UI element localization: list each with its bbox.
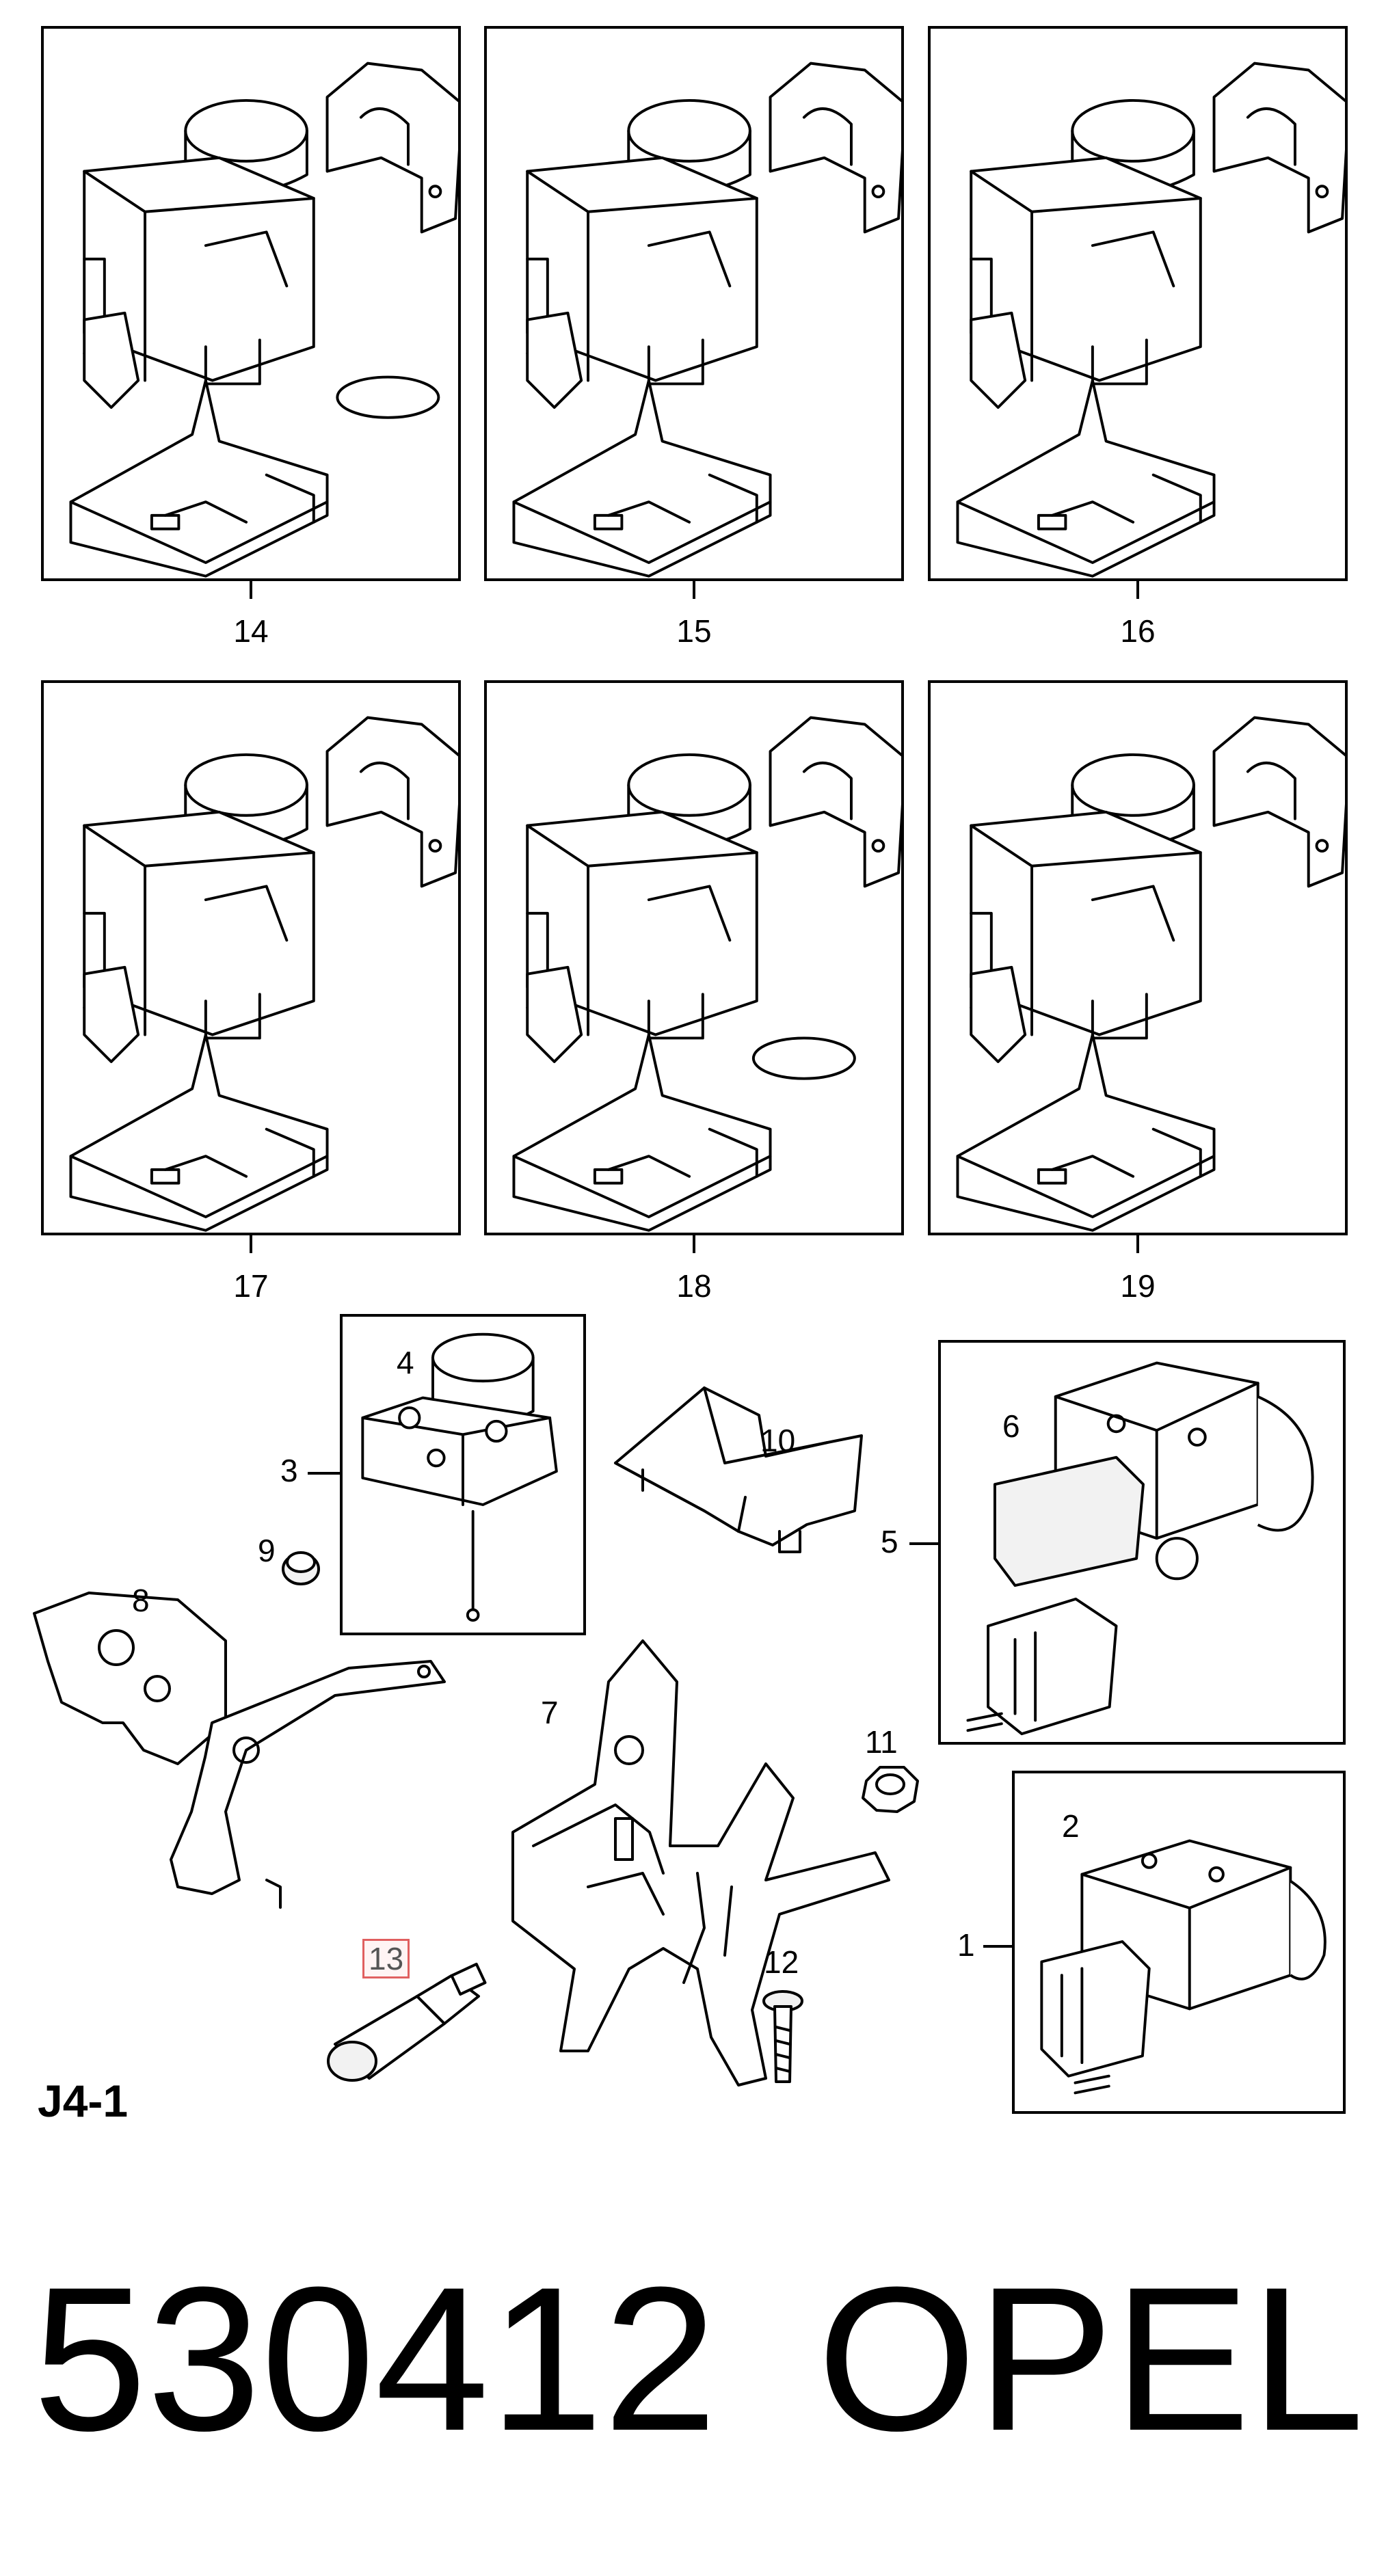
callout-13: 13 bbox=[362, 1939, 410, 1978]
abs-hydraulic-unit-drawing bbox=[1040, 1839, 1327, 2095]
callout-1: 1 bbox=[957, 1927, 975, 1963]
callout-9: 9 bbox=[258, 1533, 276, 1568]
grommet-9-drawing bbox=[282, 1551, 320, 1585]
abs-modulator-drawing bbox=[361, 1332, 558, 1622]
callout-11: 11 bbox=[865, 1724, 898, 1760]
bracket-7-drawing bbox=[511, 1639, 890, 2087]
brand-name: OPEL bbox=[817, 2244, 1365, 2473]
diagram-panel-14 bbox=[41, 26, 461, 581]
pressure-switch-13-drawing bbox=[327, 1962, 487, 2082]
abs-unit-box-3 bbox=[340, 1314, 586, 1635]
abs-bracket-assembly-drawing bbox=[69, 716, 458, 1232]
bracket-10-drawing bbox=[614, 1386, 863, 1553]
callout-13-highlighted: 13 bbox=[362, 1939, 410, 1978]
abs-bracket-assembly-drawing bbox=[512, 716, 901, 1232]
nut-11-drawing bbox=[862, 1766, 919, 1813]
bolt-12-drawing bbox=[762, 1990, 803, 2083]
diagram-panel-18 bbox=[484, 680, 904, 1235]
abs-unit-box-5 bbox=[938, 1340, 1346, 1745]
panel-number-18: 18 bbox=[676, 1268, 712, 1304]
abs-bracket-assembly-drawing bbox=[69, 62, 458, 578]
diagram-panel-19 bbox=[928, 680, 1348, 1235]
callout-10: 10 bbox=[760, 1423, 796, 1458]
abs-bracket-assembly-drawing bbox=[956, 716, 1345, 1232]
callout-2: 2 bbox=[1062, 1808, 1080, 1844]
panel-number-15: 15 bbox=[676, 613, 712, 649]
abs-hydraulic-unit-drawing bbox=[966, 1361, 1314, 1736]
panel-number-17: 17 bbox=[233, 1268, 269, 1304]
callout-3: 3 bbox=[280, 1453, 298, 1488]
panel-number-16: 16 bbox=[1120, 613, 1156, 649]
callout-4: 4 bbox=[397, 1345, 414, 1380]
bracket-8-drawing bbox=[33, 1592, 446, 1909]
callout-8: 8 bbox=[132, 1583, 150, 1618]
callout-7: 7 bbox=[541, 1695, 559, 1730]
part-number: 530412 bbox=[33, 2244, 718, 2473]
panel-number-14: 14 bbox=[233, 613, 269, 649]
callout-5: 5 bbox=[881, 1524, 898, 1559]
abs-bracket-assembly-drawing bbox=[956, 62, 1345, 578]
callout-12: 12 bbox=[764, 1944, 799, 1980]
callout-6: 6 bbox=[1002, 1408, 1020, 1444]
abs-unit-box-1 bbox=[1012, 1771, 1346, 2114]
diagram-panel-15 bbox=[484, 26, 904, 581]
panel-number-19: 19 bbox=[1120, 1268, 1156, 1304]
diagram-panel-17 bbox=[41, 680, 461, 1235]
abs-bracket-assembly-drawing bbox=[512, 62, 901, 578]
section-code: J4-1 bbox=[38, 2076, 129, 2126]
diagram-panel-16 bbox=[928, 26, 1348, 581]
